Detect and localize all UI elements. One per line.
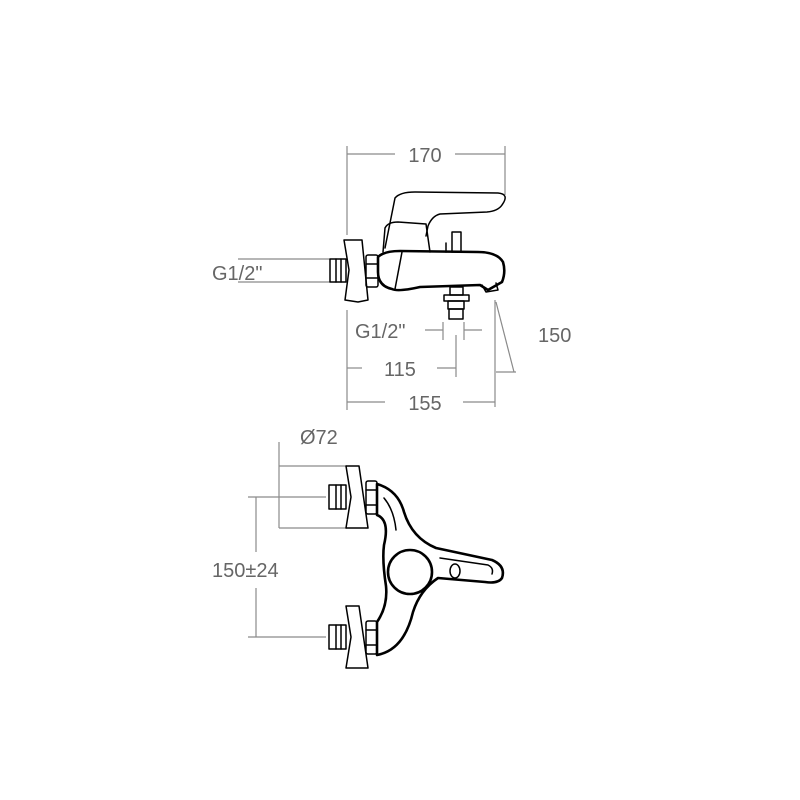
flange-diameter-label: Ø72 bbox=[300, 427, 338, 449]
hex-nut bbox=[365, 254, 379, 288]
mixer-body bbox=[376, 249, 506, 292]
diverter-knob bbox=[445, 231, 462, 253]
shower-outlet-fitting bbox=[443, 286, 470, 320]
dimension-outlet-thread: G1/2" bbox=[355, 321, 482, 343]
center-distance-label: 150±24 bbox=[212, 560, 279, 582]
dimension-height-150: 150 bbox=[495, 301, 571, 373]
body-inner-contour bbox=[383, 497, 397, 531]
upper-hex-nut bbox=[365, 480, 378, 515]
outlet-thread-label: G1/2" bbox=[355, 321, 405, 343]
upper-wall-flange bbox=[345, 465, 369, 529]
dimension-outlet-offset-115: 115 bbox=[346, 310, 457, 410]
dimension-spout-length-155: 155 bbox=[347, 300, 496, 415]
height-label: 150 bbox=[538, 325, 571, 347]
width-label: 170 bbox=[408, 145, 441, 167]
spout-length-label: 155 bbox=[408, 393, 441, 415]
dimension-inlet-thread: G1/2" bbox=[212, 258, 330, 285]
lever-handle bbox=[384, 191, 506, 249]
cartridge-body bbox=[382, 221, 431, 253]
wall-flange bbox=[343, 239, 369, 303]
spout-aerator bbox=[481, 282, 499, 293]
lower-wall-flange bbox=[345, 605, 369, 669]
inlet-thread-label: G1/2" bbox=[212, 263, 262, 285]
outlet-offset-label: 115 bbox=[384, 359, 416, 381]
dimension-center-distance: 150±24 bbox=[212, 496, 326, 638]
spout-inner-contour bbox=[439, 557, 494, 575]
front-view: Ø72 150±24 bbox=[212, 427, 505, 669]
mixer-body-front bbox=[375, 482, 505, 657]
upper-inlet bbox=[328, 465, 378, 529]
lower-hex-nut bbox=[365, 620, 378, 655]
inlet-nipple bbox=[329, 258, 347, 283]
lower-inlet bbox=[328, 605, 378, 669]
body-seam bbox=[394, 251, 403, 290]
side-view: 170 G1/2" bbox=[212, 145, 571, 415]
cartridge-cap bbox=[386, 548, 434, 596]
diverter-button bbox=[449, 563, 461, 579]
dimension-width-170: 170 bbox=[346, 145, 506, 235]
dimension-flange-diameter: Ø72 bbox=[278, 427, 347, 529]
